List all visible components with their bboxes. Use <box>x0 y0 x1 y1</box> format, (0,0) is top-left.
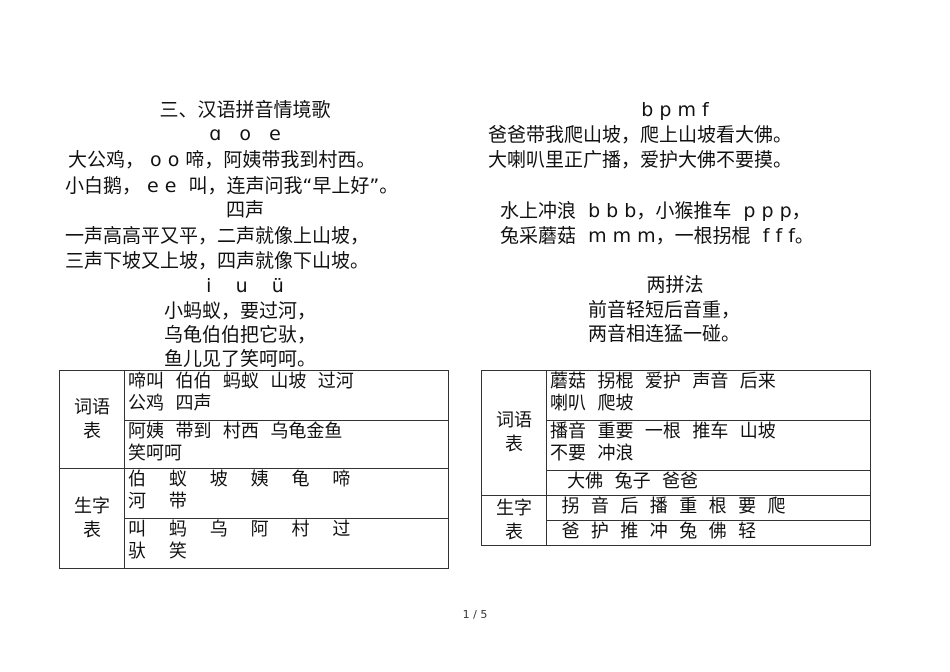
left-line-3: 一声高高平又平，二声就像上山坡， <box>65 225 370 247</box>
left-ciyu-header: 词语表 <box>59 370 125 469</box>
right-shengzi-header: 生字表 <box>481 495 547 546</box>
left-ciyu-row-2: 阿姨 带到 村西 乌龟金鱼笑呵呵 <box>124 420 449 469</box>
right-line-4: 兔采蘑菇 m m m，一根拐棍 f f f。 <box>500 225 814 247</box>
left-line-2: 小白鹅， e e 叫，连声问我“早上好”。 <box>65 175 399 197</box>
right-bpmf: b p m f <box>641 99 709 121</box>
page-number: 1 / 5 <box>462 608 488 621</box>
left-shengzi-row-1: 伯 蚁 坡 姨 龟 啼河 带 <box>124 468 449 519</box>
left-shengzi-row-2: 叫 蚂 乌 阿 村 过驮 笑 <box>124 518 449 569</box>
left-title: 三、汉语拼音情境歌 <box>159 99 331 121</box>
left-line-7: 鱼儿见了笑呵呵。 <box>164 348 317 370</box>
left-line-4: 三声下坡又上坡，四声就像下山坡。 <box>65 250 370 272</box>
left-line-6: 乌龟伯伯把它驮， <box>164 324 317 346</box>
left-ciyu-row-1: 啼叫 伯伯 蚂蚁 山坡 过河公鸡 四声 <box>124 370 449 421</box>
right-line-1: 爸爸带我爬山坡，爬上山坡看大佛。 <box>488 124 793 146</box>
right-shengzi-row-1: 拐 音 后 播 重 根 要 爬 <box>546 495 871 521</box>
right-shengzi-row-2: 爸 护 推 冲 兔 佛 轻 <box>546 520 871 546</box>
right-line-2: 大喇叭里正广播，爱护大佛不要摸。 <box>488 149 793 171</box>
left-aoe: ɑ o e <box>209 123 281 145</box>
left-line-1: 大公鸡， o o 啼，阿姨带我到村西。 <box>68 149 376 171</box>
left-line-5: 小蚂蚁，要过河， <box>164 300 317 322</box>
right-line-6: 两音相连猛一碰。 <box>588 323 741 345</box>
left-shengzi-header: 生字表 <box>59 468 125 569</box>
left-sisheng: 四声 <box>225 199 264 221</box>
left-iuv: i u ü <box>206 275 284 297</box>
right-vocab-table: 词语表 蘑菇 拐棍 爱护 声音 后来喇叭 爬坡 播音 重要 一根 推车 山坡不要… <box>481 370 871 546</box>
right-liangpin: 两拼法 <box>646 274 704 296</box>
right-ciyu-row-2: 播音 重要 一根 推车 山坡不要 冲浪 <box>546 420 871 471</box>
right-ciyu-row-3: 大佛 兔子 爸爸 <box>546 470 871 496</box>
right-line-3: 水上冲浪 b b b，小猴推车 p p p， <box>500 200 811 222</box>
right-ciyu-header: 词语表 <box>481 370 547 496</box>
right-line-5: 前音轻短后音重， <box>588 299 741 321</box>
right-ciyu-row-1: 蘑菇 拐棍 爱护 声音 后来喇叭 爬坡 <box>546 370 871 421</box>
left-vocab-table: 词语表 啼叫 伯伯 蚂蚁 山坡 过河公鸡 四声 阿姨 带到 村西 乌龟金鱼笑呵呵… <box>59 370 449 569</box>
